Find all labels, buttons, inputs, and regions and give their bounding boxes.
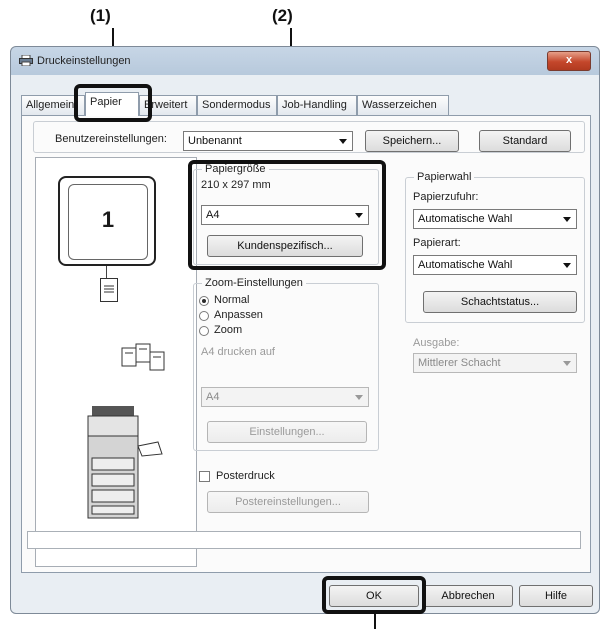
callout-label-1: (1) (90, 6, 111, 25)
title-bar[interactable]: Druckeinstellungen x (11, 47, 599, 75)
chevron-down-icon (355, 395, 363, 400)
paper-feed-select[interactable]: Automatische Wahl (413, 209, 577, 229)
highlight-paper-tab (74, 84, 152, 122)
callout-line-3 (374, 612, 376, 629)
paper-type-value: Automatische Wahl (418, 259, 513, 271)
output-tray-value: Mittlerer Schacht (418, 357, 501, 369)
close-button[interactable]: x (547, 51, 591, 71)
zoom-settings-button[interactable]: Einstellungen... (207, 421, 367, 443)
user-settings-box (33, 121, 585, 153)
tab-job-handling[interactable]: Job-Handling (277, 95, 357, 115)
chevron-down-icon (339, 139, 347, 144)
paper-source-legend: Papierwahl (414, 171, 475, 183)
paper-size-value: A4 (206, 209, 220, 221)
ok-button[interactable]: OK (329, 585, 419, 607)
sorted-copies-icon (121, 343, 165, 371)
highlight-ok-button (322, 576, 426, 614)
zoom-custom-label: Zoom (214, 324, 243, 336)
zoom-normal-label: Normal (214, 294, 250, 306)
paper-type-select[interactable]: Automatische Wahl (413, 255, 577, 275)
paper-size-group: Papiergröße (193, 163, 379, 265)
page-preview-sheet: 1 (68, 184, 148, 260)
help-button[interactable]: Hilfe (519, 585, 593, 607)
tab-special-modes[interactable]: Sondermodus (197, 95, 277, 115)
printing-preferences-dialog: Druckeinstellungen x Allgemein Papier Er… (10, 46, 600, 614)
paper-size-select[interactable]: A4 (201, 205, 369, 225)
chevron-down-icon (563, 361, 571, 366)
poster-print-checkbox[interactable] (199, 471, 210, 482)
paper-type-label: Papierart: (413, 237, 461, 249)
print-preview: 1 (35, 157, 197, 567)
printer-icon (19, 55, 33, 66)
tab-general[interactable]: Allgemein (21, 95, 85, 115)
output-tray-select[interactable]: Mittlerer Schacht (413, 353, 577, 373)
paper-feed-label: Papierzufuhr: (413, 191, 479, 203)
zoom-fit-label: Anpassen (214, 309, 263, 321)
page-preview-frame: 1 (58, 176, 156, 266)
chevron-down-icon (355, 213, 363, 218)
callout-label-2: (2) (272, 6, 293, 25)
save-button[interactable]: Speichern... (365, 130, 459, 152)
tab-advanced[interactable]: Erweitert (139, 95, 197, 115)
standard-button[interactable]: Standard (479, 130, 571, 152)
paper-dimensions: 210 x 297 mm (201, 179, 271, 191)
user-settings-select[interactable]: Unbenannt (183, 131, 353, 151)
user-settings-value: Unbenannt (188, 135, 242, 147)
poster-settings-button[interactable]: Postereinstellungen... (207, 491, 369, 513)
fit-to-value: A4 (206, 391, 220, 403)
highlight-paper-size (188, 160, 386, 270)
user-settings-label: Benutzereinstellungen: (55, 133, 167, 145)
cancel-button[interactable]: Abbrechen (423, 585, 513, 607)
chevron-down-icon (563, 263, 571, 268)
document-icon (100, 278, 118, 302)
zoom-settings-group: Zoom-Einstellungen (193, 277, 379, 451)
fit-to-label: A4 drucken auf (201, 346, 275, 358)
output-label: Ausgabe: (413, 337, 460, 349)
poster-print-label: Posterdruck (216, 470, 275, 482)
tab-watermarks[interactable]: Wasserzeichen (357, 95, 449, 115)
paper-source-group: Papierwahl (405, 171, 585, 323)
tray-status-button[interactable]: Schachtstatus... (423, 291, 577, 313)
fit-to-select[interactable]: A4 (201, 387, 369, 407)
preview-connector (106, 266, 107, 278)
zoom-settings-legend: Zoom-Einstellungen (202, 277, 306, 289)
chevron-down-icon (563, 217, 571, 222)
paper-size-legend: Papiergröße (202, 163, 269, 175)
zoom-normal-radio[interactable] (199, 296, 209, 306)
custom-paper-button[interactable]: Kundenspezifisch... (207, 235, 363, 257)
tab-paper[interactable]: Papier (85, 92, 139, 116)
zoom-fit-radio[interactable] (199, 311, 209, 321)
printer-device-icon (87, 406, 163, 519)
page-number: 1 (101, 207, 115, 232)
window-title: Druckeinstellungen (37, 55, 131, 67)
status-area (27, 531, 581, 549)
paper-feed-value: Automatische Wahl (418, 213, 513, 225)
zoom-custom-radio[interactable] (199, 326, 209, 336)
